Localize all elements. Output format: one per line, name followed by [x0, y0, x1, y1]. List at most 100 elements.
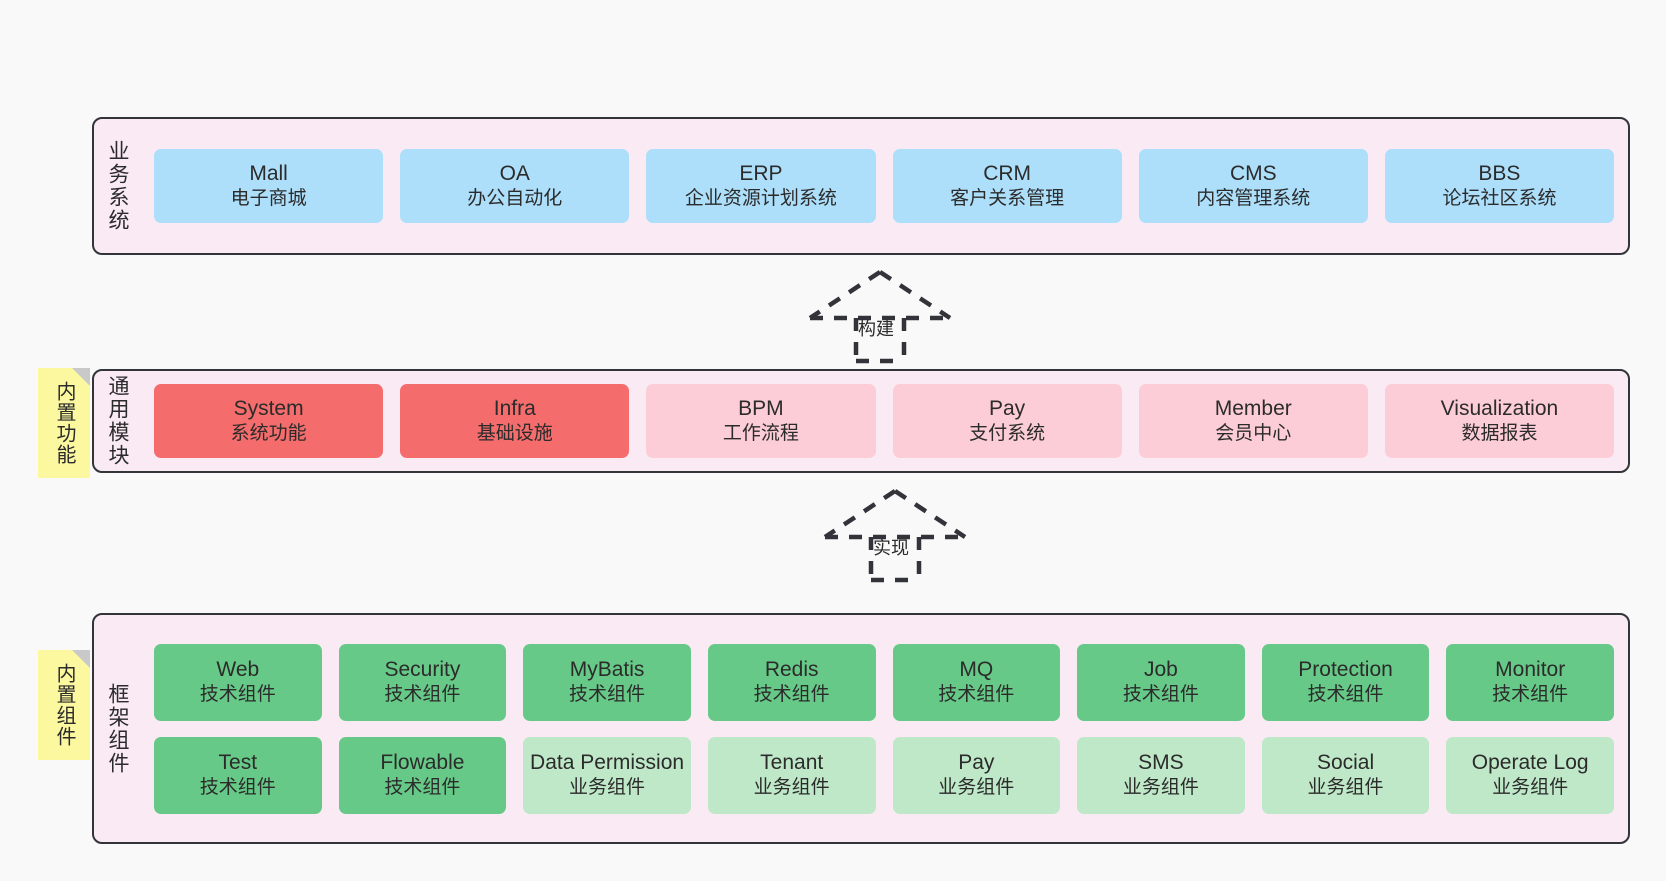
- layer-title-business-systems: 业务系统: [106, 140, 130, 232]
- card-subtitle: 技术组件: [1122, 684, 1199, 706]
- card-subtitle: 业务组件: [753, 777, 830, 799]
- card-flowable[interactable]: Flowable 技术组件: [338, 736, 507, 814]
- card-erp[interactable]: ERP 企业资源计划系统: [646, 149, 876, 223]
- card-subtitle: 数据报表: [1461, 423, 1538, 445]
- layer-title-framework-components: 框架组件: [106, 682, 130, 775]
- card-bpm[interactable]: BPM 工作流程: [646, 384, 876, 458]
- card-title: Protection: [1298, 658, 1393, 681]
- card-crm[interactable]: CRM 客户关系管理: [892, 149, 1122, 223]
- card-title: Visualization: [1440, 397, 1559, 420]
- layer-business-systems: 业务系统 Mall 电子商城 OA 办公自动化 ERP 企业资源计划系统 CRM…: [92, 117, 1630, 255]
- card-subtitle: 技术组件: [1307, 684, 1384, 706]
- layer-body-business-systems: Mall 电子商城 OA 办公自动化 ERP 企业资源计划系统 CRM 客户关系…: [140, 119, 1628, 253]
- card-subtitle: 业务组件: [569, 777, 646, 799]
- card-system[interactable]: System 系统功能: [154, 384, 384, 458]
- card-test[interactable]: Test 技术组件: [154, 736, 322, 814]
- sticky-note-text: 内置功能: [53, 381, 75, 465]
- card-mybatis[interactable]: MyBatis 技术组件: [523, 643, 691, 721]
- layer-body-framework-components: Web 技术组件 Security 技术组件 MyBatis 技术组件 Redi…: [140, 615, 1628, 842]
- sticky-note-builtin-components: 内置组件: [38, 650, 90, 760]
- card-mall[interactable]: Mall 电子商城: [154, 149, 384, 223]
- card-subtitle: 技术组件: [199, 684, 276, 706]
- card-title: System: [233, 397, 304, 420]
- connector-implement-label: 实现: [873, 538, 909, 558]
- card-title: ERP: [739, 162, 783, 185]
- card-member[interactable]: Member 会员中心: [1138, 384, 1368, 458]
- card-row: Web 技术组件 Security 技术组件 MyBatis 技术组件 Redi…: [154, 643, 1614, 721]
- card-subtitle: 技术组件: [384, 777, 461, 799]
- card-social[interactable]: Social 业务组件: [1261, 736, 1430, 814]
- card-subtitle: 内容管理系统: [1196, 188, 1311, 210]
- card-title: BBS: [1478, 162, 1521, 185]
- card-web[interactable]: Web 技术组件: [154, 643, 322, 721]
- layer-title-common-modules: 通用模块: [106, 375, 130, 467]
- card-subtitle: 工作流程: [722, 423, 799, 445]
- card-title: Monitor: [1495, 658, 1566, 681]
- card-redis[interactable]: Redis 技术组件: [707, 643, 876, 721]
- card-security[interactable]: Security 技术组件: [338, 643, 507, 721]
- card-bbs[interactable]: BBS 论坛社区系统: [1384, 149, 1615, 223]
- card-title: Social: [1316, 751, 1375, 774]
- card-subtitle: 业务组件: [1307, 777, 1384, 799]
- card-subtitle: 技术组件: [1492, 684, 1569, 706]
- card-tenant[interactable]: Tenant 业务组件: [707, 736, 876, 814]
- card-cms[interactable]: CMS 内容管理系统: [1138, 149, 1368, 223]
- card-subtitle: 技术组件: [384, 684, 461, 706]
- card-row: Test 技术组件 Flowable 技术组件 Data Permission …: [154, 736, 1614, 814]
- card-monitor[interactable]: Monitor 技术组件: [1446, 643, 1614, 721]
- card-title: MyBatis: [569, 658, 645, 681]
- build-arrow-icon: [808, 270, 952, 364]
- card-subtitle: 企业资源计划系统: [684, 188, 837, 210]
- card-title: Pay: [989, 397, 1026, 420]
- layer-body-common-modules: System 系统功能 Infra 基础设施 BPM 工作流程 Pay 支付系统…: [140, 371, 1628, 471]
- card-title: Redis: [764, 658, 819, 681]
- sticky-note-text: 内置组件: [53, 663, 75, 747]
- card-title: Data Permission: [530, 751, 685, 774]
- card-subtitle: 业务组件: [938, 777, 1015, 799]
- card-operate-log[interactable]: Operate Log 业务组件: [1446, 736, 1614, 814]
- card-subtitle: 客户关系管理: [950, 188, 1065, 210]
- card-title: Security: [384, 658, 461, 681]
- card-title: SMS: [1138, 751, 1184, 774]
- connector-build-label: 构建: [858, 319, 894, 339]
- card-protection[interactable]: Protection 技术组件: [1261, 643, 1430, 721]
- card-data-permission[interactable]: Data Permission 业务组件: [523, 736, 691, 814]
- card-subtitle: 论坛社区系统: [1442, 188, 1557, 210]
- card-title: CRM: [983, 162, 1032, 185]
- card-title: BPM: [738, 397, 784, 420]
- card-title: Flowable: [380, 751, 465, 774]
- card-title: Member: [1214, 397, 1292, 420]
- card-title: MQ: [959, 658, 994, 681]
- sticky-note-builtin-features: 内置功能: [38, 368, 90, 478]
- card-title: Infra: [493, 397, 536, 420]
- card-subtitle: 办公自动化: [467, 188, 563, 210]
- card-title: Pay: [958, 751, 995, 774]
- card-subtitle: 电子商城: [230, 188, 307, 210]
- card-subtitle: 技术组件: [938, 684, 1015, 706]
- card-subtitle: 支付系统: [969, 423, 1046, 445]
- card-title: Job: [1144, 658, 1178, 681]
- card-title: Web: [216, 658, 260, 681]
- implement-arrow-icon: [823, 489, 967, 583]
- card-sms[interactable]: SMS 业务组件: [1077, 736, 1245, 814]
- card-infra[interactable]: Infra 基础设施: [400, 384, 630, 458]
- card-title: OA: [499, 162, 530, 185]
- card-visualization[interactable]: Visualization 数据报表: [1384, 384, 1615, 458]
- card-job[interactable]: Job 技术组件: [1077, 643, 1245, 721]
- connector-implement: 实现: [815, 487, 975, 583]
- card-title: Tenant: [760, 751, 824, 774]
- card-subtitle: 技术组件: [569, 684, 646, 706]
- card-subtitle: 业务组件: [1122, 777, 1199, 799]
- card-subtitle: 会员中心: [1215, 423, 1292, 445]
- layer-framework-components: 框架组件 Web 技术组件 Security 技术组件 MyBatis 技术组件…: [92, 613, 1630, 844]
- card-pay-component[interactable]: Pay 业务组件: [892, 736, 1061, 814]
- card-pay[interactable]: Pay 支付系统: [892, 384, 1122, 458]
- card-subtitle: 业务组件: [1492, 777, 1569, 799]
- layer-common-modules: 通用模块 System 系统功能 Infra 基础设施 BPM 工作流程 Pay…: [92, 369, 1630, 473]
- card-mq[interactable]: MQ 技术组件: [892, 643, 1061, 721]
- card-row: System 系统功能 Infra 基础设施 BPM 工作流程 Pay 支付系统…: [154, 384, 1615, 458]
- card-oa[interactable]: OA 办公自动化: [400, 149, 630, 223]
- connector-build: 构建: [800, 268, 960, 364]
- card-row: Mall 电子商城 OA 办公自动化 ERP 企业资源计划系统 CRM 客户关系…: [154, 149, 1615, 223]
